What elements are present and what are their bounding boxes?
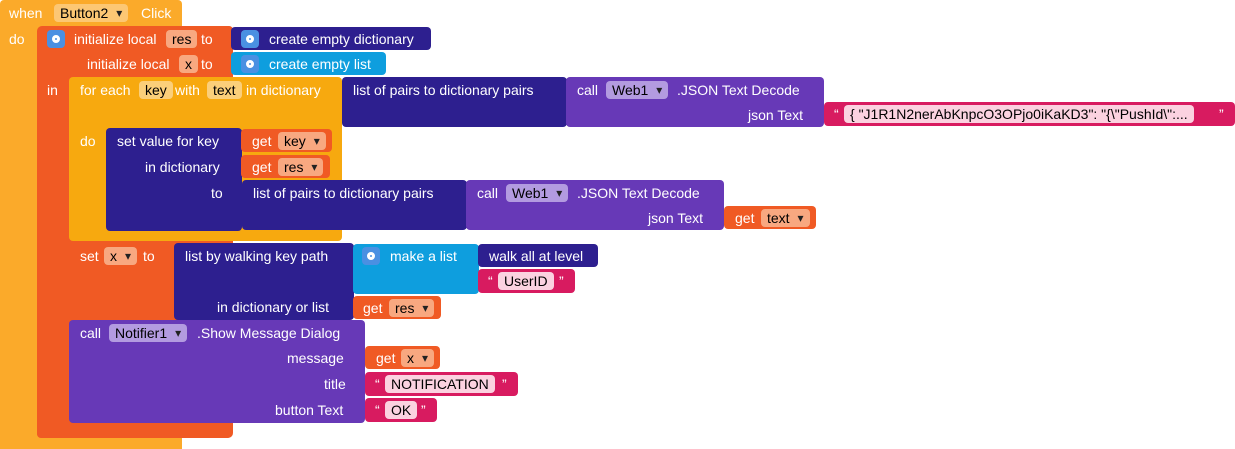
title-open-quote: “	[375, 376, 380, 392]
web1-component-dropdown-2[interactable]: Web1	[506, 184, 569, 202]
web1-call-label-1: call	[577, 82, 599, 98]
get-res-var-dropdown-2[interactable]: res	[389, 299, 435, 317]
create-empty-dictionary-block[interactable]	[231, 27, 431, 50]
walk-all-at-level-block[interactable]	[478, 244, 598, 267]
notifier-button-text-arg-label: button Text	[275, 402, 344, 418]
button-text-open-quote: “	[375, 402, 380, 418]
initialize-local-footer	[37, 426, 231, 438]
get-res-label-2: get	[363, 300, 383, 316]
list-gear-icon[interactable]	[241, 55, 259, 73]
for-each-do-label: do	[80, 133, 96, 149]
button-text-field[interactable]: OK	[385, 401, 418, 419]
set-x-to-label: to	[143, 248, 155, 264]
get-res-label-1: get	[252, 159, 272, 175]
pairs-to-dictionary-label-2: list of pairs to dictionary pairs	[253, 185, 434, 201]
for-each-in-dict-label: in dictionary	[246, 82, 321, 98]
get-text-label: get	[735, 210, 755, 226]
title-close-quote: ”	[502, 376, 507, 392]
notifier-method-label: .Show Message Dialog	[197, 325, 341, 341]
get-x-label: get	[376, 350, 396, 366]
get-key-var-dropdown[interactable]: key	[278, 132, 326, 150]
title-text-field[interactable]: NOTIFICATION	[385, 375, 495, 393]
in-label: in	[47, 82, 58, 98]
web1-component-dropdown-1[interactable]: Web1	[606, 81, 669, 99]
walk-key-path-in-label: in dictionary or list	[217, 299, 330, 315]
for-each-with-label: with	[175, 82, 200, 98]
walk-key-path-label: list by walking key path	[185, 248, 329, 264]
init-res-var-field[interactable]: res	[166, 30, 198, 48]
userid-open-quote: “	[488, 273, 493, 289]
get-x-var-dropdown[interactable]: x	[401, 349, 434, 367]
event-name-label: Click	[141, 5, 172, 21]
get-text-var-dropdown[interactable]: text	[761, 209, 810, 227]
make-list-gear-icon[interactable]	[362, 247, 380, 265]
button-text-close-quote: ”	[421, 402, 426, 418]
userid-close-quote: ”	[559, 273, 564, 289]
dictionary-gear-icon[interactable]	[241, 30, 259, 48]
do-label: do	[9, 31, 25, 47]
get-res-var-dropdown-1[interactable]: res	[278, 158, 324, 176]
for-each-key-var[interactable]: key	[139, 81, 173, 99]
create-empty-dictionary-label: create empty dictionary	[269, 31, 414, 47]
init-res-label: initialize local	[74, 31, 157, 47]
mutator-gear-icon[interactable]	[47, 30, 65, 48]
init-x-var-field[interactable]: x	[179, 55, 198, 73]
initialize-local-body-right	[196, 26, 233, 76]
userid-text-field[interactable]: UserID	[498, 272, 554, 290]
notifier-call-label: call	[80, 325, 102, 341]
set-value-for-key-block[interactable]	[106, 128, 242, 231]
for-each-value-var[interactable]: text	[207, 81, 242, 99]
web1-method-label-1: .JSON Text Decode	[677, 82, 800, 98]
walk-key-path-block[interactable]	[174, 243, 354, 320]
set-value-in-dict-label: in dictionary	[145, 159, 220, 175]
get-key-label: get	[252, 133, 272, 149]
init-res-to-label: to	[201, 31, 213, 47]
pairs-to-dictionary-block-1[interactable]	[342, 77, 567, 127]
notifier-title-arg-label: title	[324, 376, 346, 392]
walk-all-at-level-label: walk all at level	[489, 248, 584, 264]
make-a-list-label: make a list	[390, 248, 457, 264]
web1-call-label-2: call	[477, 185, 499, 201]
json-close-quote: ”	[1219, 106, 1224, 122]
notifier-message-arg-label: message	[287, 350, 344, 366]
create-empty-list-block[interactable]	[231, 52, 386, 75]
json-open-quote: “	[834, 106, 839, 122]
when-label: when	[9, 5, 43, 21]
web1-json-text-arg-label-1: json Text	[748, 107, 803, 123]
set-x-var-dropdown[interactable]: x	[104, 247, 137, 265]
pairs-to-dictionary-block-2[interactable]	[242, 180, 467, 230]
set-value-label: set value for key	[117, 133, 219, 149]
web1-json-text-arg-label-2: json Text	[648, 210, 703, 226]
init-x-label: initialize local	[87, 56, 170, 72]
for-each-label: for each	[80, 82, 131, 98]
set-value-to-label: to	[211, 185, 223, 201]
set-x-label: set	[80, 248, 99, 264]
create-empty-list-label: create empty list	[269, 56, 371, 72]
notifier-component-dropdown[interactable]: Notifier1	[109, 324, 188, 342]
pairs-to-dictionary-label-1: list of pairs to dictionary pairs	[353, 82, 534, 98]
web1-method-label-2: .JSON Text Decode	[577, 185, 700, 201]
json-text-field[interactable]: { "J1R1N2nerAbKnpcO3OPjo0iKaKD3": "{\"Pu…	[844, 105, 1194, 123]
component-dropdown-button2[interactable]: Button2	[54, 4, 129, 22]
init-x-to-label: to	[201, 56, 213, 72]
